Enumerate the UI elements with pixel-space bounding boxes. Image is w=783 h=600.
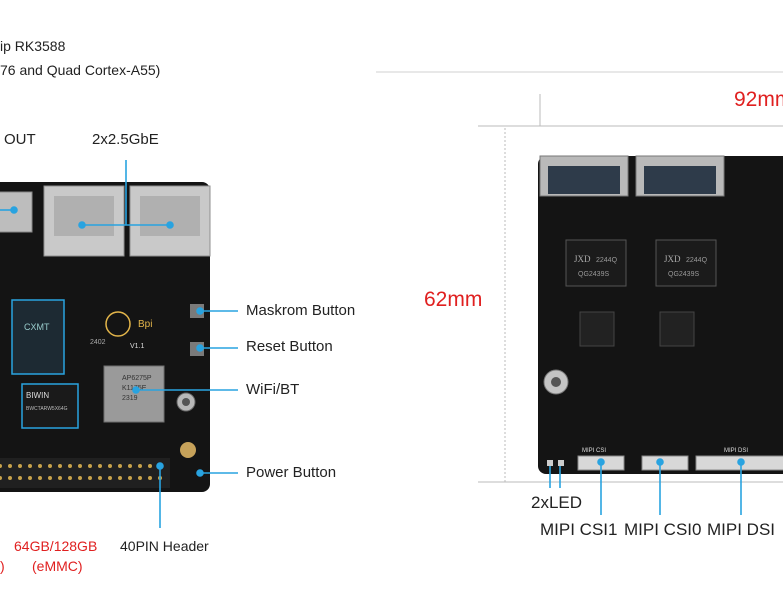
wifi-chip-line1: AP6275P: [122, 375, 152, 382]
jack2-marking-2: 2244Q: [686, 257, 708, 264]
wifi-bt-label: WiFi/BT: [246, 381, 300, 398]
board-number: 2402: [90, 339, 106, 346]
lan-label: 2x2.5GbE: [92, 131, 159, 148]
emmc-type-label: (eMMC): [32, 558, 83, 574]
mipi-dsi-label: MIPI DSI: [707, 520, 776, 539]
mipi-csi0-label: MIPI CSI0: [624, 520, 702, 539]
emmc-brand: BIWIN: [26, 391, 49, 400]
hdmi-out-label: OUT: [4, 131, 36, 148]
board-height-dimension: 62mm: [424, 288, 483, 311]
mipi-csi-silk: MIPI CSI: [582, 448, 606, 454]
soc-label-line1: ip RK3588: [0, 38, 66, 54]
left-board: BIWIN BWCTARW5X64G AP6275P K1175E 2319 C…: [0, 182, 211, 492]
emmc-part: BWCTARW5X64G: [26, 406, 68, 412]
ram-chip-brand: CXMT: [24, 322, 50, 332]
emmc-capacity-label: 64GB/128GB: [14, 538, 98, 554]
callout-lines: [0, 160, 745, 528]
led-label: 2xLED: [531, 493, 583, 512]
gpio-header-label: 40PIN Header: [120, 538, 209, 554]
jack2-marking-1: JXD: [664, 254, 681, 264]
cut-off-paren: ): [0, 558, 5, 574]
board-width-dimension: 92mm: [734, 88, 783, 111]
board-logo: Bpi: [138, 319, 152, 330]
maskrom-button-label: Maskrom Button: [246, 302, 356, 319]
right-board: JXD 2244Q QG2439S JXD 2244Q QG2439S MIPI…: [376, 71, 783, 483]
jack1-marking-1: JXD: [574, 254, 591, 264]
power-button-label: Power Button: [246, 464, 337, 481]
wifi-chip-line3: 2319: [122, 395, 138, 402]
board-version: V1.1: [130, 343, 145, 350]
soc-label-line2: 76 and Quad Cortex-A55): [0, 62, 161, 78]
mipi-dsi-silk: MIPI DSI: [724, 448, 748, 454]
jack1-marking-3: QG2439S: [578, 271, 609, 278]
reset-button-label: Reset Button: [246, 338, 333, 355]
jack2-marking-3: QG2439S: [668, 271, 699, 278]
jack1-marking-2: 2244Q: [596, 257, 618, 264]
mipi-csi1-label: MIPI CSI1: [540, 520, 618, 539]
